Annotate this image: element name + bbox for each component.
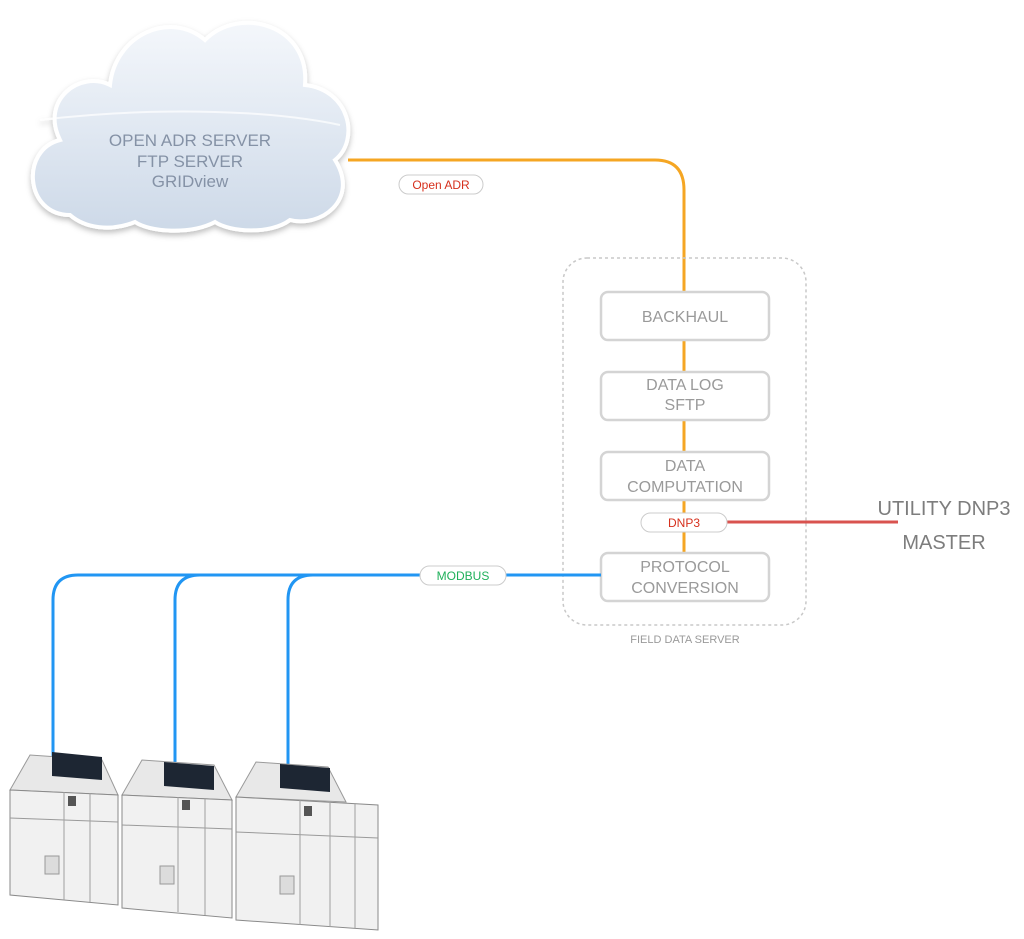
inverter-cabinet-icon <box>121 759 233 919</box>
protocol-conversion-label-line1: PROTOCOL <box>640 559 730 576</box>
inverter-cabinet-icon <box>9 752 119 906</box>
data-computation-box: DATA COMPUTATION <box>599 450 771 502</box>
cloud-label-line3: GRIDview <box>152 172 229 191</box>
data-log-label-line1: DATA LOG <box>646 377 724 394</box>
data-computation-label-line2: COMPUTATION <box>627 479 743 496</box>
modbus-line-1 <box>51 573 601 760</box>
inverter-cabinet-icon <box>235 761 379 931</box>
utility-label-line2: MASTER <box>902 532 985 554</box>
open-adr-pill: Open ADR <box>398 174 484 195</box>
modbus-connections <box>51 573 601 770</box>
backhaul-label: BACKHAUL <box>642 309 728 326</box>
cloud-server-icon <box>30 20 351 233</box>
modbus-line-2 <box>173 573 420 770</box>
field-data-server-caption: FIELD DATA SERVER <box>630 634 739 646</box>
protocol-conversion-label-line2: CONVERSION <box>631 580 739 597</box>
field-data-server-container <box>562 257 807 626</box>
cloud-label-line1: OPEN ADR SERVER <box>109 131 271 150</box>
protocol-conversion-box: PROTOCOL CONVERSION <box>599 551 771 603</box>
data-computation-label-line1: DATA <box>665 458 706 475</box>
modbus-line-3 <box>286 573 420 770</box>
modbus-pill: MODBUS <box>419 565 507 586</box>
utility-label-line1: UTILITY DNP3 <box>878 498 1011 520</box>
dnp3-label: DNP3 <box>668 516 700 530</box>
modbus-label: MODBUS <box>437 569 490 583</box>
open-adr-connection <box>348 158 686 556</box>
dnp3-pill: DNP3 <box>640 512 728 533</box>
cloud-label-line2: FTP SERVER <box>137 152 243 171</box>
backhaul-box: BACKHAUL <box>599 290 771 342</box>
data-log-label-line2: SFTP <box>665 397 706 414</box>
data-log-box: DATA LOG SFTP <box>599 370 771 422</box>
open-adr-label: Open ADR <box>412 178 470 192</box>
